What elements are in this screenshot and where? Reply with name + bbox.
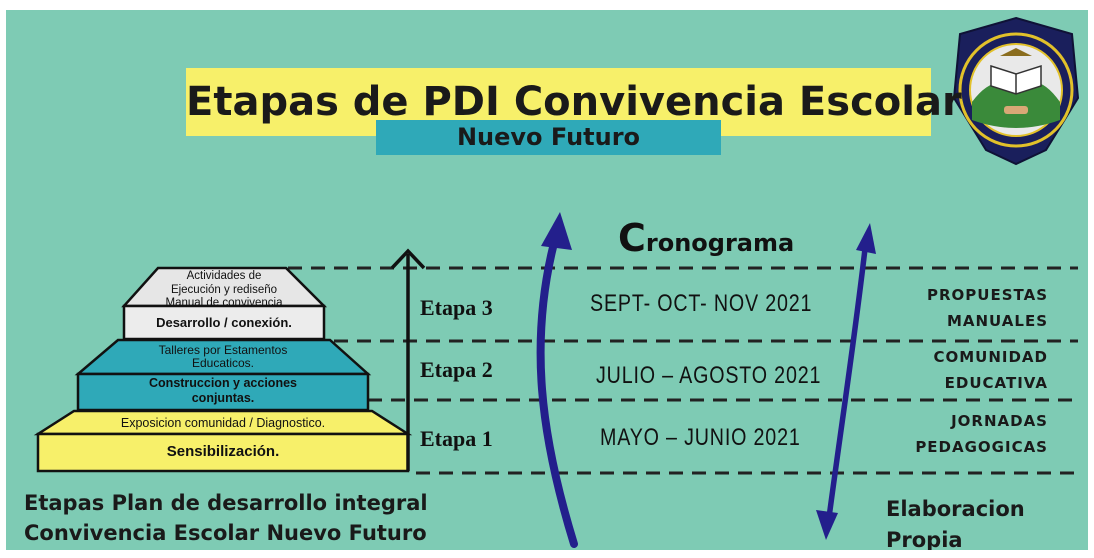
timeline-double-arrowhead-top — [856, 223, 876, 254]
stage-1-label: Etapa 1 — [420, 426, 493, 451]
pyramid-bottom-description: Exposicion comunidad / Diagnostico. — [120, 416, 326, 430]
stage-1-side-line: Pedagogicas — [915, 438, 1048, 456]
stage-2-dates: JULIO – AGOSTO 2021 — [596, 362, 822, 389]
progress-arrow-head — [390, 248, 426, 270]
timeline-double-arrowhead-bottom — [816, 510, 838, 540]
stage-1-dates: MAYO – JUNIO 2021 — [600, 424, 801, 451]
timeline-up-arrowhead — [541, 212, 572, 250]
pyramid-middle-bar-line: Construccion y acciones — [149, 376, 297, 390]
pyramid-top-line: Ejecución y rediseño — [170, 283, 278, 296]
stage-2-label: Etapa 2 — [420, 357, 493, 382]
source-note-line: Propia — [886, 528, 963, 550]
cronograma-heading: Cronograma — [618, 216, 794, 260]
timeline-up-arrow — [536, 224, 578, 548]
stage-1-side-line: Jornadas — [951, 412, 1048, 430]
stage-2-side-line: Comunidad — [933, 348, 1048, 366]
stage-3-label: Etapa 3 — [420, 295, 493, 320]
infographic-canvas: Etapas de PDI Convivencia Escolar Nuevo … — [6, 10, 1088, 550]
pyramid-middle-bar-line: conjuntas. — [191, 391, 255, 405]
stage-2-side-line: Educativa — [944, 374, 1048, 392]
caption-line: Etapas Plan de desarrollo integral — [24, 491, 428, 515]
page-subtitle: Nuevo Futuro — [376, 120, 721, 155]
pyramid-top-line: Actividades de — [186, 270, 262, 282]
pyramid-bottom-bar — [36, 432, 410, 473]
timeline-double-arrow — [825, 237, 869, 528]
page-title: Etapas de PDI Convivencia Escolar — [186, 68, 962, 136]
source-note: Elaboracion Propia — [886, 494, 1025, 550]
pyramid-middle-line: Talleres por Estamentos — [158, 343, 288, 357]
pyramid-top-bar — [122, 304, 326, 341]
stage-3-dates: SEPT- OCT- NOV 2021 — [590, 290, 813, 317]
stage-1-side-label: Jornadas Pedagogicas — [846, 408, 1048, 460]
pyramid-middle-description: Talleres por Estamentos Educaticos. — [86, 344, 360, 370]
stage-2-side-label: Comunidad Educativa — [846, 344, 1048, 396]
caption-line: Convivencia Escolar Nuevo Futuro — [24, 521, 427, 545]
pyramid-top-bar-label: Desarrollo / conexión. — [156, 315, 292, 330]
school-crest-icon — [952, 16, 1080, 166]
pyramid-top-line: Manual de convivencia — [165, 297, 283, 309]
cronograma-initial: C — [618, 216, 646, 260]
pyramid-bottom-bar-label: Sensibilización. — [166, 443, 280, 460]
pyramid-top-description: Actividades de Ejecución y rediseño Manu… — [124, 270, 324, 311]
stage-3-side-label: Propuestas Manuales — [846, 282, 1048, 334]
pyramid-middle-bar-label: Construccion y acciones conjuntas. — [78, 376, 368, 406]
stage-3-side-line: Manuales — [946, 312, 1048, 330]
diagram-graphics — [33, 16, 1080, 548]
source-note-line: Elaboracion — [886, 497, 1025, 521]
pyramid-middle-line: Educaticos. — [191, 356, 255, 370]
diagram-caption: Etapas Plan de desarrollo integral Convi… — [24, 488, 428, 548]
pyramid-middle-bar — [76, 372, 370, 412]
cronograma-rest: ronograma — [645, 229, 795, 257]
stage-3-side-line: Propuestas — [927, 286, 1048, 304]
